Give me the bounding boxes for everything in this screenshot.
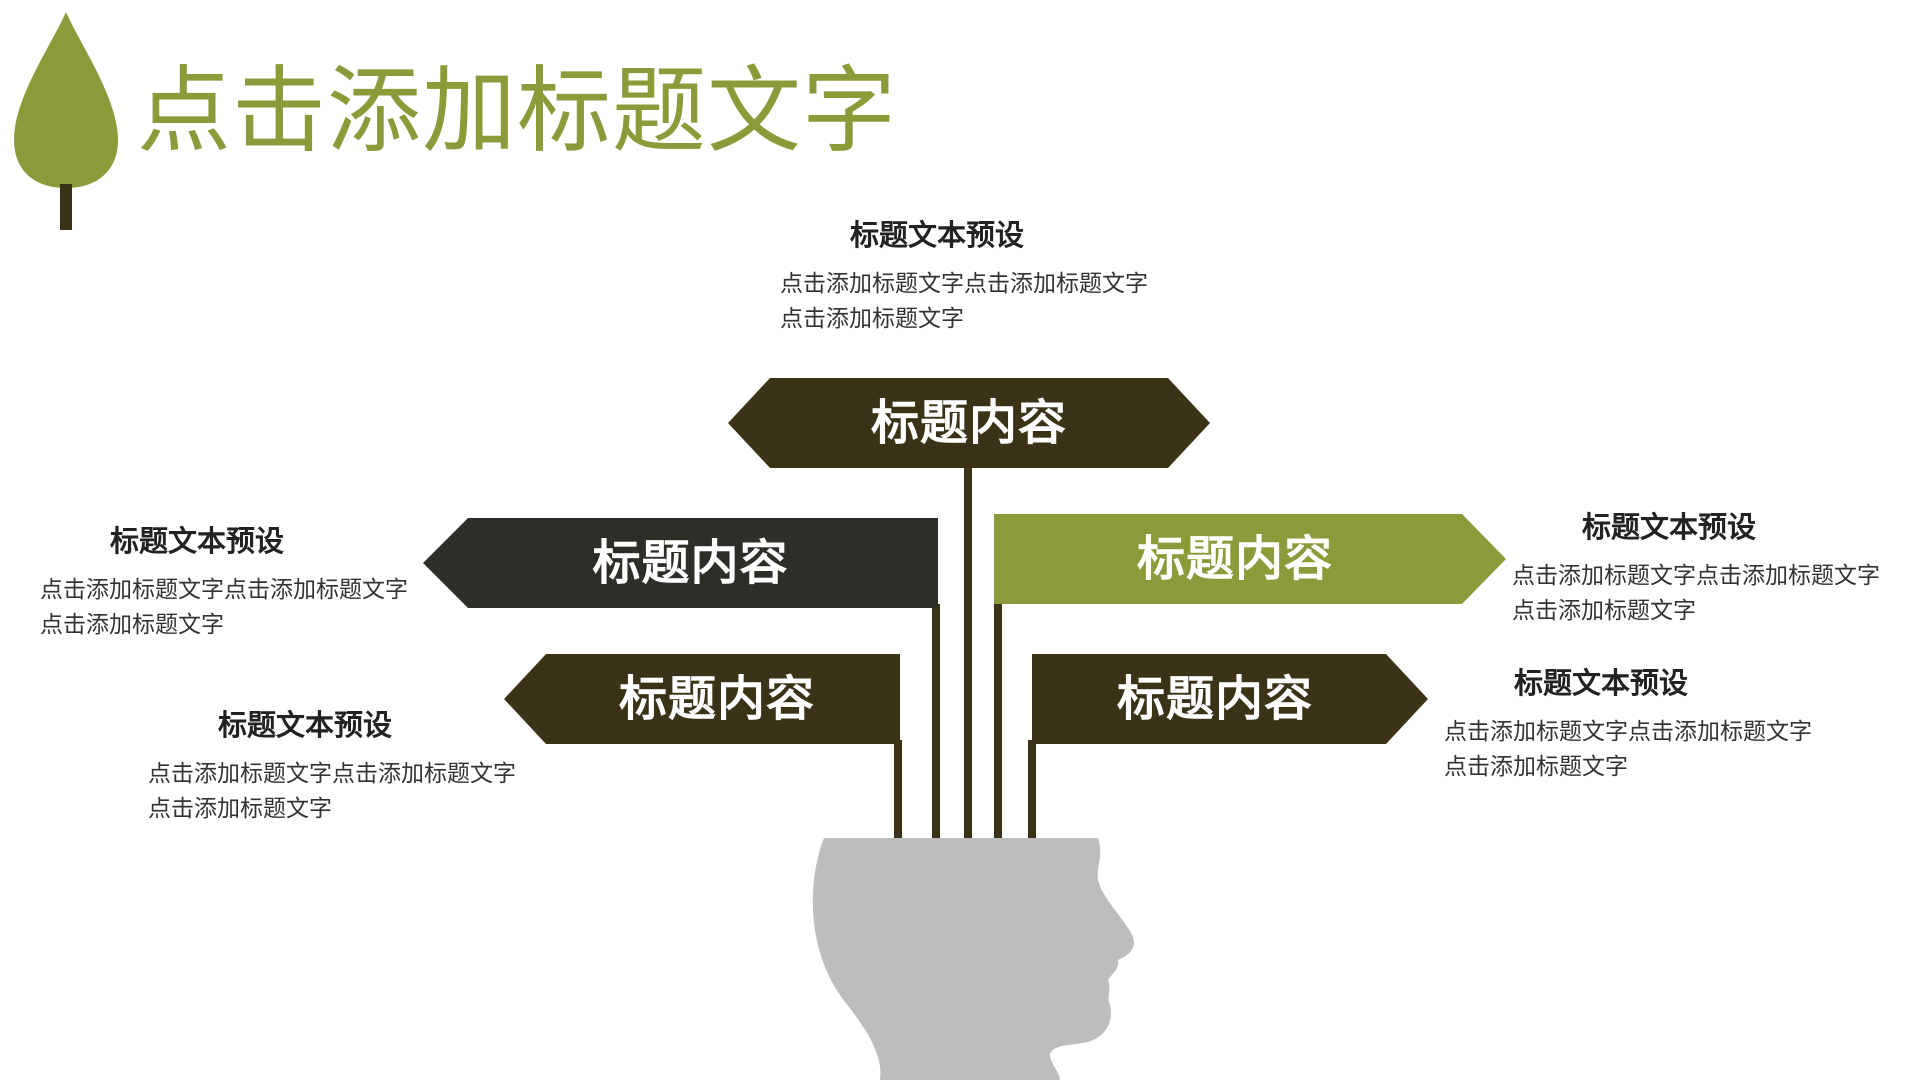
text-block-top: 标题文本预设 点击添加标题文字点击添加标题文字点击添加标题文字 (780, 218, 1160, 337)
pole-left-lower (894, 740, 902, 840)
head-silhouette (812, 838, 1134, 1080)
sign-left-lower (504, 654, 900, 744)
sign-left-upper (423, 518, 938, 608)
text-block-left-upper: 标题文本预设 点击添加标题文字点击添加标题文字点击添加标题文字 (40, 524, 420, 643)
text-block-body: 点击添加标题文字点击添加标题文字点击添加标题文字 (148, 760, 516, 822)
text-block-title: 标题文本预设 (218, 708, 393, 742)
text-block-body: 点击添加标题文字点击添加标题文字点击添加标题文字 (780, 270, 1148, 332)
pole-right-lower (1028, 740, 1036, 840)
text-block-left-lower: 标题文本预设 点击添加标题文字点击添加标题文字点击添加标题文字 (148, 708, 528, 827)
sign-right-upper (994, 514, 1506, 604)
text-block-body: 点击添加标题文字点击添加标题文字点击添加标题文字 (40, 576, 408, 638)
sign-label-right-lower: 标题内容 (1116, 671, 1313, 727)
sign-right-lower (1032, 654, 1428, 744)
tree-icon (14, 12, 118, 230)
text-block-title: 标题文本预设 (1582, 510, 1757, 544)
text-block-body: 点击添加标题文字点击添加标题文字点击添加标题文字 (1512, 562, 1880, 624)
sign-label-right-upper: 标题内容 (1136, 531, 1333, 587)
text-block-title: 标题文本预设 (850, 218, 1025, 252)
sign-label-left-lower: 标题内容 (618, 671, 815, 727)
sign-top (728, 378, 1210, 468)
text-block-title: 标题文本预设 (1514, 666, 1689, 700)
pole-left-upper (932, 604, 940, 840)
pole-top (964, 466, 972, 840)
page-title: 点击添加标题文字 (137, 57, 898, 166)
text-block-right-lower: 标题文本预设 点击添加标题文字点击添加标题文字点击添加标题文字 (1444, 666, 1824, 785)
pole-right-upper (994, 530, 1002, 840)
sign-label-top: 标题内容 (870, 395, 1067, 451)
sign-label-left-upper: 标题内容 (592, 535, 789, 591)
text-block-right-upper: 标题文本预设 点击添加标题文字点击添加标题文字点击添加标题文字 (1512, 510, 1892, 629)
text-block-body: 点击添加标题文字点击添加标题文字点击添加标题文字 (1444, 718, 1812, 780)
sign-poles (894, 466, 1036, 840)
text-block-title: 标题文本预设 (110, 524, 285, 558)
